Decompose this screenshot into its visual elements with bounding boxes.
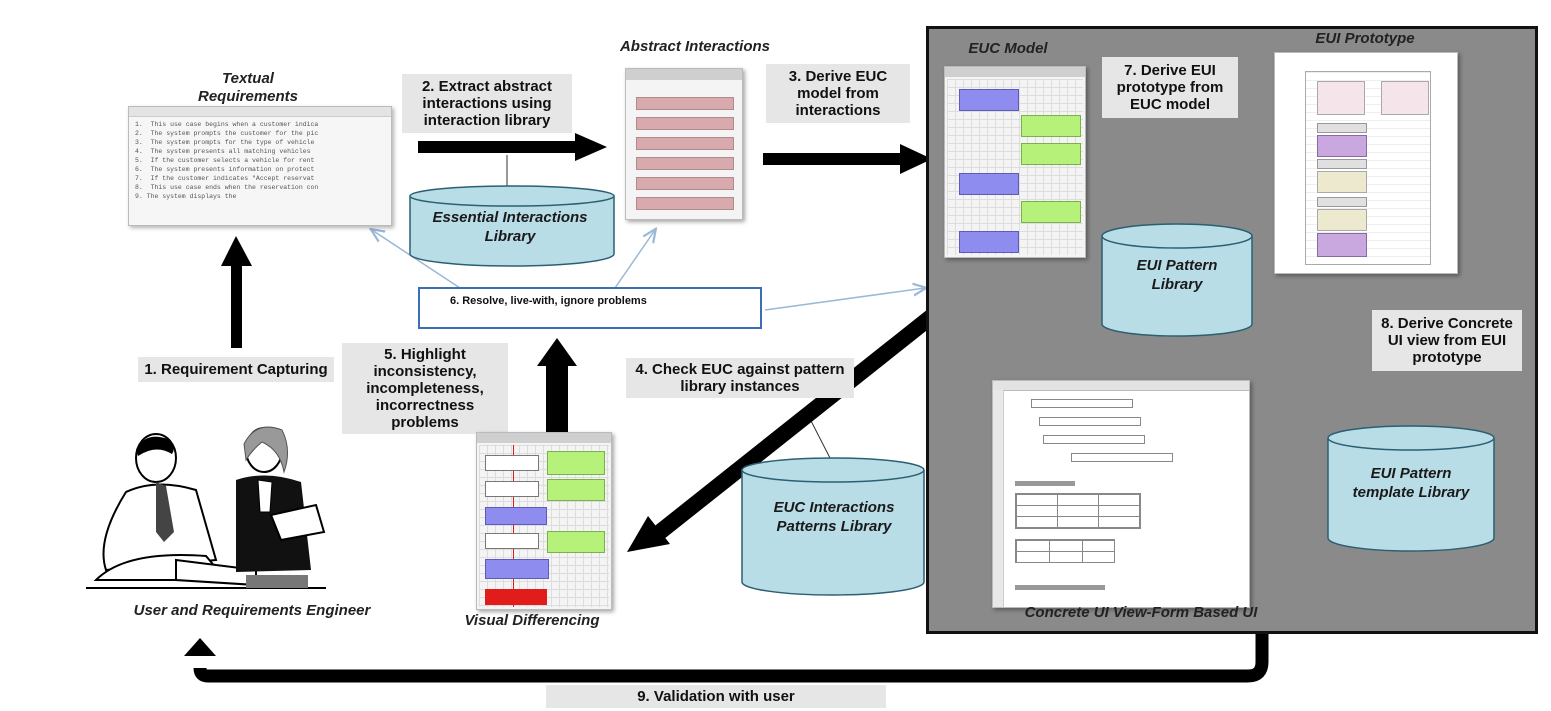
eui-prototype-thumbnail bbox=[1274, 52, 1458, 274]
concrete-ui-title: Concrete UI View-Form Based UI bbox=[1024, 604, 1258, 621]
arrow-step-3 bbox=[763, 144, 932, 174]
essential-interactions-db-label: Essential Interactions Library bbox=[432, 209, 588, 245]
step-6-resolve-box: 6. Resolve, live-with, ignore problems bbox=[418, 287, 762, 329]
abstract-interactions-thumbnail bbox=[625, 68, 743, 220]
arrow-step-5 bbox=[537, 338, 577, 432]
connector-euc-patterns-db bbox=[807, 414, 831, 459]
step-5-label: 5. Highlight inconsistency, incompletene… bbox=[342, 343, 508, 434]
feedback-line-to-euc bbox=[764, 288, 925, 311]
step-4-label: 4. Check EUC against pattern library ins… bbox=[626, 358, 854, 398]
textual-requirements-title: Textual Requirements bbox=[197, 70, 299, 105]
user-engineer-title: User and Requirements Engineer bbox=[133, 602, 371, 619]
step-9-label: 9. Validation with user bbox=[546, 685, 886, 708]
eui-prototype-title: EUI Prototype bbox=[1315, 30, 1415, 47]
essential-interactions-db bbox=[409, 185, 615, 267]
step-6-label: 6. Resolve, live-with, ignore problems bbox=[450, 295, 647, 307]
step-2-label: 2. Extract abstract interactions using i… bbox=[402, 74, 572, 133]
eui-pattern-db bbox=[1101, 223, 1253, 337]
visual-differencing-thumbnail bbox=[476, 432, 612, 610]
people-illustration bbox=[86, 426, 326, 589]
eui-pattern-db-label: EUI Pattern Library bbox=[1136, 257, 1218, 293]
step-7-label: 7. Derive EUI prototype from EUC model bbox=[1102, 57, 1238, 118]
visual-differencing-title: Visual Differencing bbox=[464, 612, 600, 629]
euc-patterns-db-label: EUC Interactions Patterns Library bbox=[773, 499, 895, 535]
step-3-label: 3. Derive EUC model from interactions bbox=[766, 64, 910, 123]
eui-template-db bbox=[1327, 425, 1495, 552]
abstract-interactions-title: Abstract Interactions bbox=[619, 38, 771, 55]
textual-requirements-window: 1. This use case begins when a customer … bbox=[128, 106, 392, 226]
eui-template-db-label: EUI Pattern template Library bbox=[1352, 465, 1470, 501]
step-1-label: 1. Requirement Capturing bbox=[138, 357, 334, 382]
arrow-step-9 bbox=[184, 632, 1269, 683]
euc-model-title: EUC Model bbox=[968, 40, 1048, 57]
feedback-line-to-abstract bbox=[614, 230, 655, 289]
feedback-line-to-requirements bbox=[372, 230, 461, 289]
concrete-ui-thumbnail bbox=[992, 380, 1250, 608]
euc-patterns-db bbox=[741, 457, 925, 596]
arrow-step-1 bbox=[221, 236, 252, 348]
step-8-label: 8. Derive Concrete UI view from EUI prot… bbox=[1372, 310, 1522, 371]
euc-model-thumbnail bbox=[944, 66, 1086, 258]
arrow-step-2 bbox=[418, 133, 607, 161]
